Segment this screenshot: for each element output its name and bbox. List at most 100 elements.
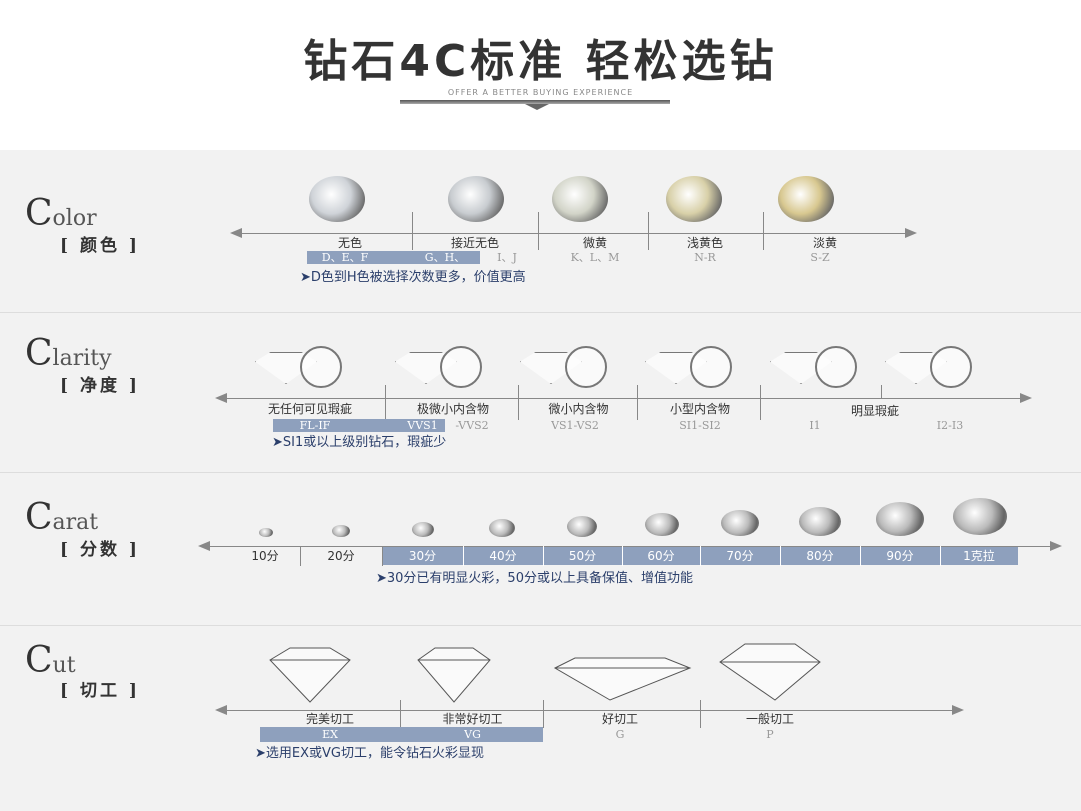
color-note: ➤D色到H色被选择次数更多，价值更高: [300, 270, 526, 285]
color-label: 淡黄: [812, 236, 837, 250]
cut-grade: EX: [322, 728, 338, 741]
clarity-grade: I2-I3: [936, 419, 964, 432]
carat-label: 50分: [568, 549, 597, 563]
cut-heading: Cut: [25, 640, 76, 681]
color-diamond-icon: [666, 176, 722, 222]
arrow-left-icon: [198, 541, 210, 551]
cut-label: 非常好切工: [442, 712, 503, 726]
cut-label: 完美切工: [305, 712, 354, 726]
carat-diamond-icon: [799, 506, 841, 536]
cut-vg-icon: [417, 647, 491, 703]
cut-cn-heading: [ 切工 ]: [60, 681, 140, 701]
tick: [400, 700, 401, 728]
clarity-label: 明显瑕疵: [850, 404, 899, 418]
carat-diamond-icon: [259, 527, 273, 538]
carat-label: 40分: [489, 549, 517, 563]
clarity-label: 极微小内含物: [416, 402, 489, 416]
color-grade: K、L、M: [570, 251, 620, 264]
color-heading: Color: [25, 193, 97, 234]
carat-label: 90分: [886, 549, 914, 563]
arrow-right-icon: [1020, 393, 1032, 403]
divider: [0, 625, 1081, 626]
tick: [881, 385, 882, 399]
carat-label: 1克拉: [963, 549, 995, 563]
cut-ex-icon: [269, 647, 351, 703]
arrow-left-icon: [215, 705, 227, 715]
arrow-left-icon: [215, 393, 227, 403]
clarity-grade: FL-IF: [299, 419, 331, 432]
divider: [0, 312, 1081, 313]
clarity-grade: VVS1: [407, 419, 438, 432]
cut-label: 好切工: [601, 712, 638, 726]
tick: [412, 212, 413, 250]
carat-label: 10分: [251, 549, 279, 563]
color-label: 微黄: [582, 236, 607, 250]
color-label: 接近无色: [450, 236, 499, 250]
tick: [860, 546, 861, 566]
clarity-grade: SI1-SI2: [679, 419, 721, 432]
color-axis: [235, 233, 910, 234]
magnifier-icon: [815, 346, 857, 388]
arrow-left-icon: [230, 228, 242, 238]
page-subtitle: OFFER A BETTER BUYING EXPERIENCE: [447, 88, 634, 97]
tick: [700, 700, 701, 728]
cut-axis: [222, 710, 957, 711]
tick: [622, 546, 623, 566]
cut-good-icon: [553, 657, 692, 701]
clarity-heading: Clarity: [25, 333, 112, 374]
carat-label: 60分: [647, 549, 675, 563]
tick: [543, 700, 544, 728]
cut-diamond-profiles: [269, 643, 821, 703]
magnifier-icon: [690, 346, 732, 388]
tick: [463, 546, 464, 566]
tick: [648, 212, 649, 250]
arrow-right-icon: [905, 228, 917, 238]
color-diamond-icon: [448, 176, 504, 222]
magnifier-icon: [565, 346, 607, 388]
divider: [0, 472, 1081, 473]
tick: [385, 385, 386, 420]
carat-label: 70分: [726, 549, 754, 563]
carat-label: 20分: [327, 549, 355, 563]
clarity-label: 微小内含物: [548, 402, 609, 416]
carat-diamond-icon: [876, 502, 924, 536]
carat-diamond-icon: [645, 512, 679, 537]
color-label: 浅黄色: [686, 236, 723, 250]
cut-grade: G: [615, 728, 625, 741]
carat-note: ➤30分已有明显火彩，50分或以上具备保值、增值功能: [376, 571, 693, 586]
clarity-grade: -VVS2: [455, 419, 489, 432]
carat-diamond-icon: [567, 515, 597, 537]
tick: [382, 546, 383, 566]
cut-note: ➤选用EX或VG切工，能令钻石火彩显现: [255, 746, 484, 761]
tick: [637, 385, 638, 420]
color-diamond-icon: [309, 176, 365, 222]
carat-cn-heading: [ 分数 ]: [60, 540, 140, 560]
cut-label: 一般切工: [745, 712, 794, 726]
tick: [760, 385, 761, 420]
tick: [780, 546, 781, 566]
clarity-note: ➤SI1或以上级别钻石，瑕疵少: [272, 435, 447, 450]
magnifier-icon: [300, 346, 342, 388]
tick: [700, 546, 701, 566]
color-grade: G、H、: [424, 251, 466, 264]
carat-heading: Carat: [25, 497, 99, 538]
carat-label: 30分: [408, 549, 437, 563]
clarity-label: 无任何可见瑕疵: [267, 402, 352, 416]
down-arrow-icon: [525, 104, 549, 110]
carat-axis: [205, 546, 1055, 547]
color-grade: D、E、F: [321, 251, 369, 264]
tick: [538, 212, 539, 250]
color-label: 无色: [337, 236, 362, 250]
magnifier-icon: [930, 346, 972, 388]
clarity-grade: I1: [809, 419, 821, 432]
tick: [543, 546, 544, 566]
clarity-cn-heading: [ 净度 ]: [60, 376, 140, 396]
clarity-recommended-highlight: [273, 419, 445, 432]
magnifier-icon: [440, 346, 482, 388]
tick: [518, 385, 519, 420]
color-grade: N-R: [694, 251, 716, 264]
cut-poor-icon: [719, 643, 821, 701]
color-grade: S-Z: [810, 251, 830, 264]
arrow-right-icon: [952, 705, 964, 715]
carat-diamond-icon: [489, 518, 515, 537]
